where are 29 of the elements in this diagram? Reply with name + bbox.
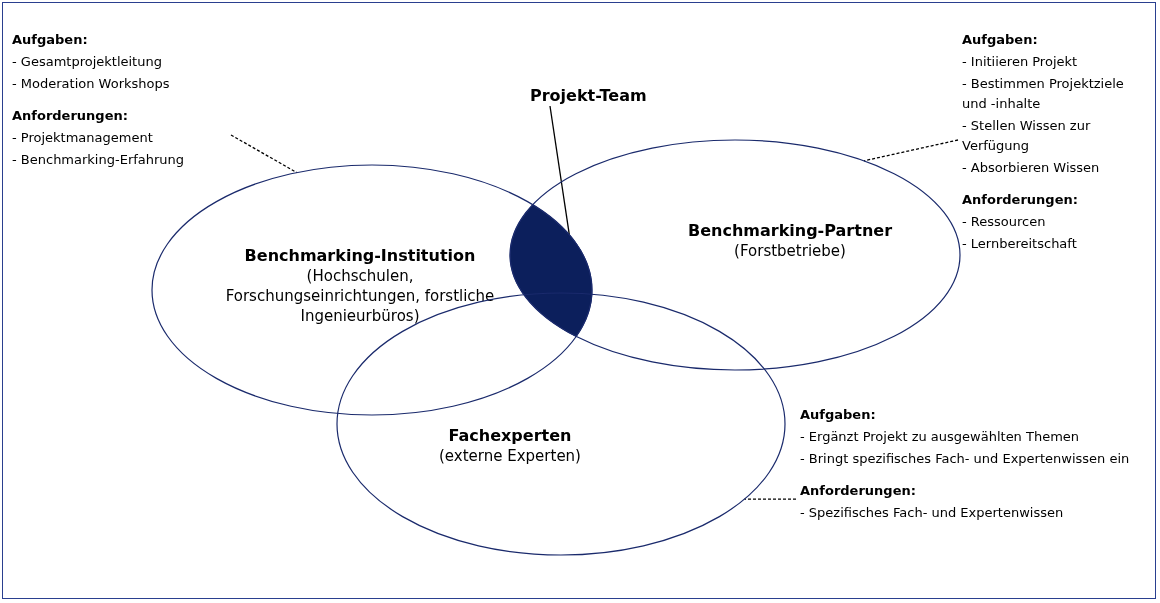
list-item: - Bringt spezifisches Fach- und Expertenwissen ein bbox=[800, 450, 1131, 468]
heading-text: Anforderungen: bbox=[12, 107, 129, 125]
group-description: (externe Experten) bbox=[438, 446, 582, 466]
list-item: - Spezifisches Fach- und Expertenwissen bbox=[800, 504, 1065, 522]
group-title: Benchmarking-Institution bbox=[243, 245, 477, 266]
team-label: Projekt-Team bbox=[530, 86, 647, 105]
list-item: - Initiieren Projekt bbox=[962, 53, 1079, 71]
group-title: Benchmarking-Partner bbox=[686, 220, 893, 241]
heading-text: Anforderungen: bbox=[962, 191, 1079, 209]
list-item: - Moderation Workshops bbox=[12, 75, 171, 93]
list-item: - Absorbieren Wissen bbox=[962, 159, 1101, 177]
list-item: - Gesamtprojektleitung bbox=[12, 53, 163, 71]
list-item: - Lernbereitschaft bbox=[962, 235, 1078, 253]
heading-text: Aufgaben: bbox=[800, 406, 877, 424]
list-item: - Ressourcen bbox=[962, 213, 1047, 231]
list-item: - Projektmanagement bbox=[12, 129, 154, 147]
list-item: - Stellen Wissen zur Verfügung bbox=[962, 117, 1092, 155]
group-description: (Hochschulen, Forschungseinrichtungen, forstliche Ingenieurbüros) bbox=[224, 266, 496, 326]
heading-text: Aufgaben: bbox=[962, 31, 1039, 49]
overlap-lens bbox=[509, 204, 593, 337]
group-description: (Forstbetriebe) bbox=[733, 241, 847, 261]
leader-line bbox=[743, 498, 797, 500]
heading-text: Aufgaben: bbox=[12, 31, 89, 49]
list-item: - Ergänzt Projekt zu ausgewählten Themen bbox=[800, 428, 1081, 446]
heading-text: Anforderungen: bbox=[800, 482, 917, 500]
leader-line bbox=[549, 105, 570, 236]
group-title: Fachexperten bbox=[447, 425, 573, 446]
list-item: - Benchmarking-Erfahrung bbox=[12, 151, 186, 169]
list-item: - Bestimmen Projektziele und -inhalte bbox=[962, 75, 1125, 113]
